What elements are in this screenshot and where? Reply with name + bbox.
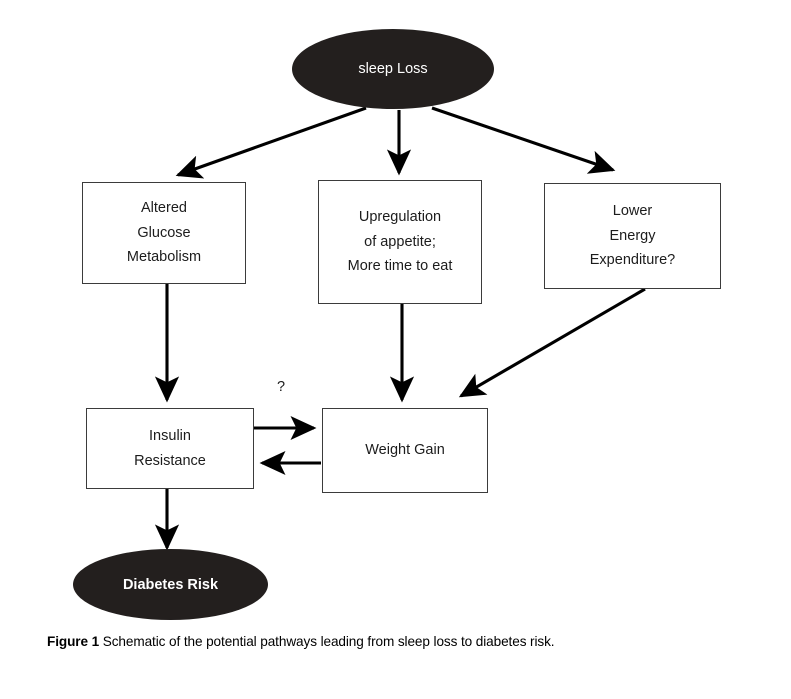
figure-caption-text: Schematic of the potential pathways lead…	[102, 634, 555, 649]
node-upregulation-line-3: More time to eat	[347, 258, 453, 275]
node-sleep-loss-label: sleep Loss	[358, 61, 428, 77]
figure-caption-label: Figure 1	[47, 634, 100, 649]
node-insulin-resistance[interactable]: Insulin Resistance	[86, 408, 254, 489]
node-insulin-line-2: Resistance	[134, 452, 206, 469]
node-diabetes-risk-label: Diabetes Risk	[122, 576, 219, 593]
node-altered-glucose-metabolism[interactable]: Altered Glucose Metabolism	[82, 182, 246, 284]
figure-caption: Figure 1 Schematic of the potential path…	[47, 634, 757, 649]
node-lower-energy-expenditure[interactable]: Lower Energy Expenditure?	[544, 183, 721, 289]
node-upregulation-appetite[interactable]: Upregulation of appetite; More time to e…	[318, 180, 482, 304]
node-altered-glucose-line-2: Glucose	[137, 224, 191, 241]
edge-sleeploss-to-energy	[431, 106, 616, 174]
node-upregulation-line-2: of appetite;	[364, 233, 436, 250]
node-lower-energy-line-3: Expenditure?	[589, 252, 676, 269]
node-altered-glucose-line-3: Metabolism	[126, 249, 202, 266]
edge-label-question-mark: ?	[277, 379, 286, 395]
node-upregulation-line-1: Upregulation	[358, 209, 442, 226]
node-weight-gain-line-1: Weight Gain	[365, 442, 445, 459]
node-sleep-loss[interactable]: sleep Loss	[292, 29, 494, 109]
node-lower-energy-line-1: Lower	[612, 203, 653, 220]
node-lower-energy-line-2: Energy	[609, 227, 656, 244]
node-diabetes-risk[interactable]: Diabetes Risk	[73, 549, 268, 620]
edge-energy-to-weightgain	[458, 287, 646, 398]
edge-sleeploss-to-glucose	[175, 106, 367, 179]
node-insulin-line-1: Insulin	[149, 428, 191, 444]
node-weight-gain[interactable]: Weight Gain	[322, 408, 488, 493]
node-altered-glucose-line-1: Altered	[141, 200, 187, 217]
